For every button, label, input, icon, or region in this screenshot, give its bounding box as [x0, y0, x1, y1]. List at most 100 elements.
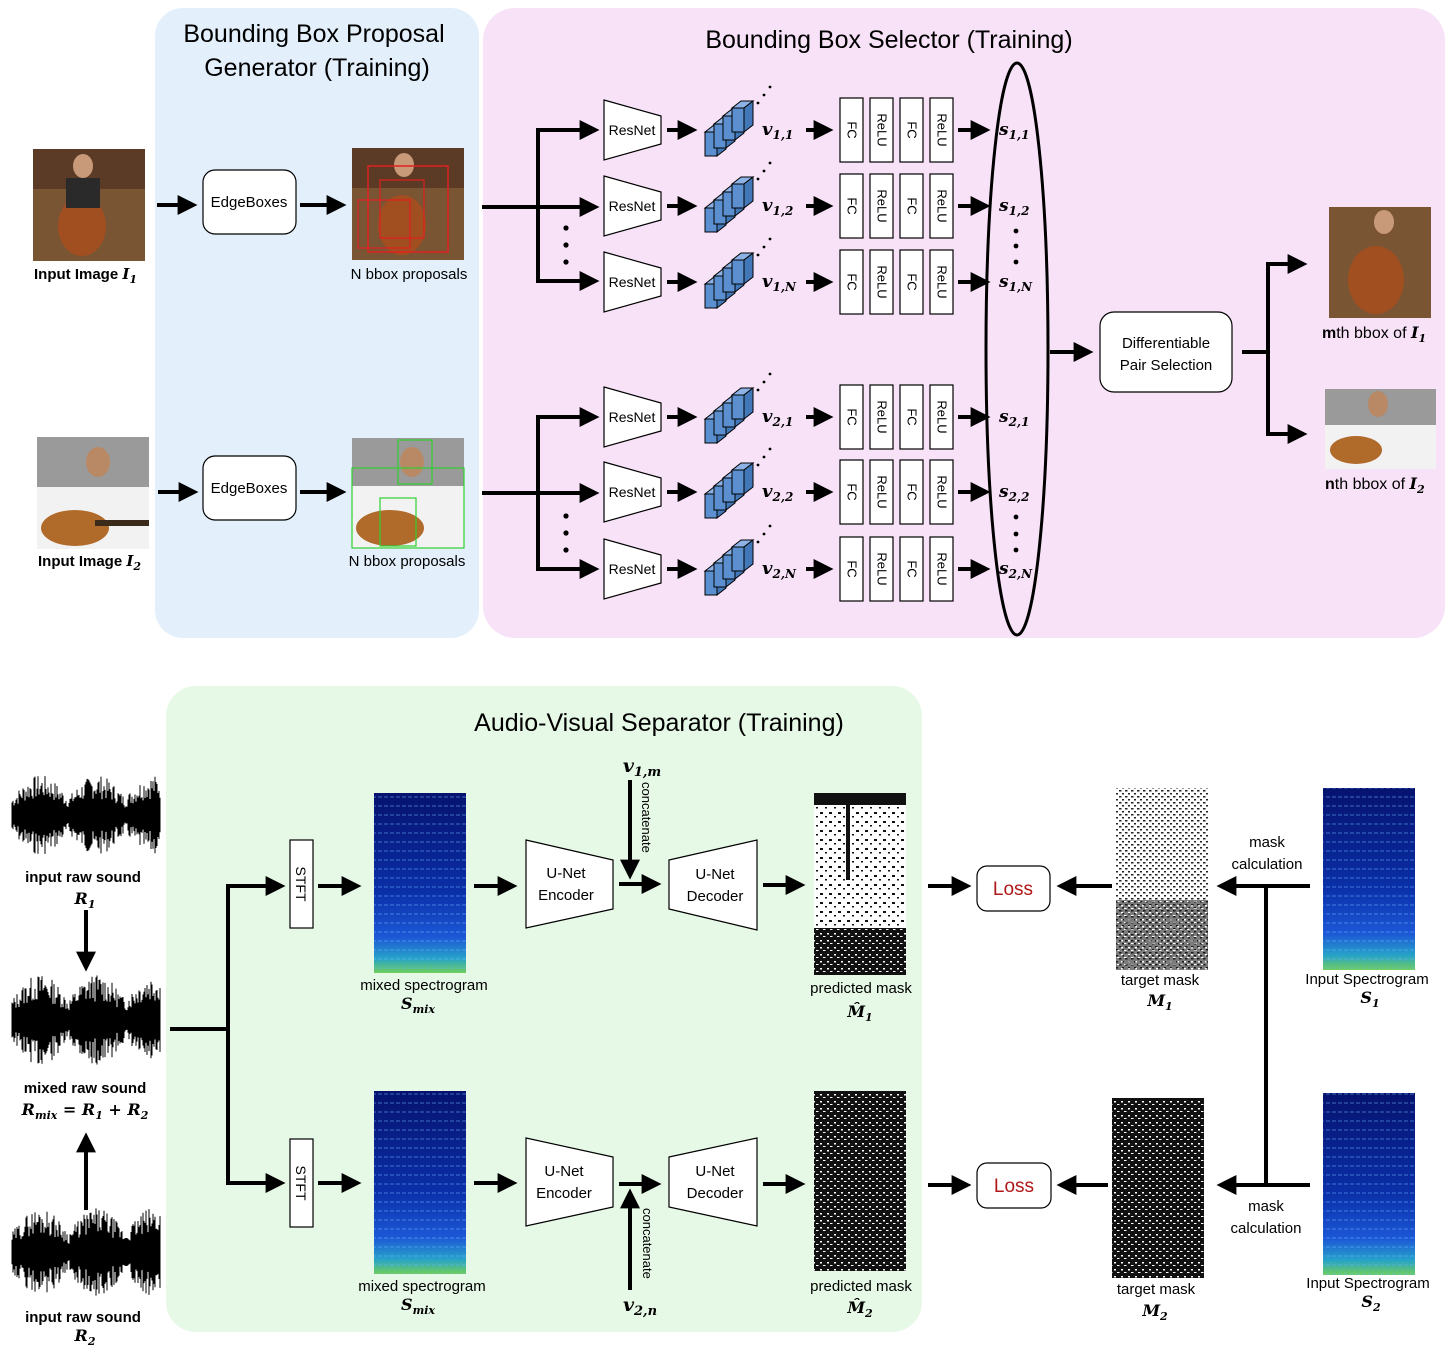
- relu-layer: [929, 384, 954, 450]
- fc-layer: [899, 173, 924, 239]
- concatenate-top-label: concatenate: [639, 782, 654, 853]
- resnet-block: [603, 461, 662, 523]
- target-mask-2: [1112, 1098, 1204, 1278]
- mask-calc-2-line2: calculation: [1231, 1220, 1302, 1237]
- resnet-label: ResNet: [609, 561, 656, 577]
- score-ellipse: [984, 61, 1050, 637]
- decoder-1-label-2: Decoder: [687, 888, 744, 905]
- relu-label: ReLU: [935, 552, 950, 585]
- proposals-1-label: N bbox proposals: [351, 266, 468, 283]
- target-mask-2-symbol: M2: [1141, 1301, 1168, 1323]
- waveform-input-1: [11, 776, 161, 854]
- fc-layer: [839, 173, 864, 239]
- resnet-block: [603, 99, 662, 161]
- predicted-mask-2-label: predicted mask: [810, 1278, 912, 1295]
- unet-encoder-2: [525, 1137, 614, 1227]
- proposal-image-1: [352, 148, 464, 260]
- score-label: s2,N: [998, 559, 1033, 581]
- resnet-block: [603, 251, 662, 313]
- separator-panel: [166, 686, 922, 1332]
- encoder-2-label-2: Encoder: [536, 1185, 592, 1202]
- target-mask-1-label: target mask: [1121, 972, 1200, 989]
- fc-label: FC: [845, 273, 860, 290]
- relu-label: ReLU: [935, 265, 950, 298]
- feature-cube-icon: [703, 175, 755, 234]
- feature-cube-icon: [703, 538, 755, 597]
- concatenate-bottom-label: concatenate: [640, 1208, 655, 1279]
- edgeboxes-1-box: [202, 169, 297, 235]
- unet-decoder-1: [668, 839, 758, 931]
- relu-layer: [929, 97, 954, 163]
- relu-label: ReLU: [935, 475, 950, 508]
- target-mask-1: [1116, 788, 1208, 970]
- fc-label: FC: [905, 273, 920, 290]
- relu-layer: [869, 536, 894, 602]
- relu-layer: [869, 459, 894, 525]
- score-label: s2,1: [998, 407, 1029, 429]
- input-spec-2-label: Input Spectrogram: [1306, 1275, 1429, 1292]
- feature-label: v2,N: [762, 558, 797, 581]
- mixed-spec-1-symbol: Smix: [401, 994, 435, 1016]
- feature-cube-icon: [703, 99, 755, 158]
- waveform-input-2: [11, 1208, 161, 1296]
- relu-layer: [869, 173, 894, 239]
- raw-sound-2-symbol: R2: [74, 1326, 96, 1348]
- stft-2-label: STFT: [293, 1166, 309, 1201]
- relu-label: ReLU: [875, 552, 890, 585]
- relu-layer: [929, 249, 954, 315]
- mixed-raw-formula: Rmix = R1 + R2: [21, 1100, 149, 1122]
- resnet-block: [603, 538, 662, 600]
- fc-layer: [839, 459, 864, 525]
- feature-label: v1,N: [762, 271, 797, 294]
- pair-selection-label-2: Pair Selection: [1120, 357, 1213, 374]
- proposal-title-line1: Bounding Box Proposal: [183, 20, 444, 48]
- decoder-2-label-1: U-Net: [695, 1163, 735, 1180]
- fc-label: FC: [845, 483, 860, 500]
- input-image-2: [37, 437, 149, 549]
- raw-sound-1-symbol: R1: [74, 889, 96, 911]
- unet-decoder-2: [668, 1137, 758, 1227]
- fc-layer: [899, 536, 924, 602]
- feature-ellipsis: [756, 237, 772, 257]
- loss-2-label: Loss: [994, 1176, 1034, 1197]
- unet-encoder-1: [525, 839, 614, 929]
- pair-selection-label-1: Differentiable: [1122, 335, 1210, 352]
- encoder-2-label-1: U-Net: [544, 1163, 584, 1180]
- feature-cube-icon: [703, 251, 755, 310]
- decoder-2-label-2: Decoder: [687, 1185, 744, 1202]
- encoder-1-label-2: Encoder: [538, 887, 594, 904]
- feature-label: v2,2: [762, 481, 793, 504]
- mixed-spectrogram-1: [374, 793, 466, 973]
- fc-layer: [839, 384, 864, 450]
- relu-layer: [929, 459, 954, 525]
- relu-layer: [929, 536, 954, 602]
- stft-1-label: STFT: [293, 867, 309, 902]
- output-image-1: [1329, 207, 1431, 318]
- mixed-raw-label: mixed raw sound: [24, 1080, 147, 1097]
- predicted-mask-1-symbol: M̂1: [846, 1002, 872, 1024]
- relu-layer: [929, 173, 954, 239]
- fc-label: FC: [905, 197, 920, 214]
- resnet-label: ResNet: [609, 274, 656, 290]
- resnet-block: [603, 175, 662, 237]
- fc-label: FC: [845, 197, 860, 214]
- fc-label: FC: [845, 408, 860, 425]
- relu-label: ReLU: [875, 475, 890, 508]
- relu-layer: [869, 384, 894, 450]
- fc-label: FC: [905, 121, 920, 138]
- score-ellipsis-top: [1013, 228, 1019, 265]
- decoder-1-label-1: U-Net: [695, 866, 735, 883]
- mixed-spec-2-symbol: Smix: [401, 1295, 435, 1317]
- resnet-label: ResNet: [609, 122, 656, 138]
- feature-label: v2,1: [762, 406, 793, 429]
- branch-bottom-ellipsis: [563, 513, 569, 553]
- fc-layer: [839, 249, 864, 315]
- feature-label: v1,1: [762, 119, 793, 142]
- relu-label: ReLU: [935, 400, 950, 433]
